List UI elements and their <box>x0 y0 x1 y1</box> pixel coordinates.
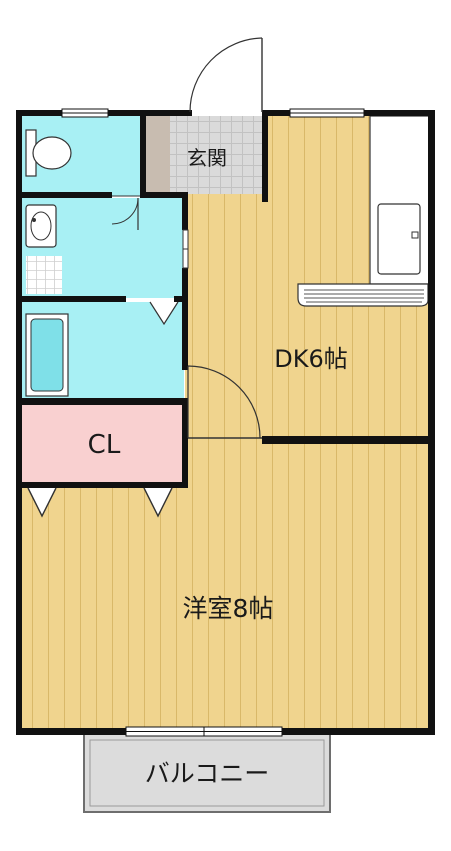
kitchen-counter-icon <box>369 115 431 285</box>
dk-label: DK6帖 <box>274 345 348 373</box>
dk-door-swing <box>187 365 262 439</box>
closet-area <box>22 405 184 485</box>
entrance-label: 玄関 <box>187 146 227 170</box>
range-hood-icon <box>297 283 429 307</box>
western-room-floor <box>22 445 430 730</box>
entrance-step <box>146 116 170 194</box>
closet-label: CL <box>88 430 121 460</box>
window-toilet <box>61 108 109 118</box>
washroom-tile <box>26 256 62 294</box>
bathtub-icon <box>25 313 69 397</box>
window-kitchen <box>289 108 365 118</box>
balcony <box>83 733 331 813</box>
closet-folding-doors <box>27 487 173 518</box>
toilet-door-swing <box>111 195 140 230</box>
balcony-label: バルコニー <box>145 759 270 788</box>
sink-icon <box>25 204 57 248</box>
washroom-folding-door <box>182 229 189 269</box>
entrance-door-swing <box>189 37 263 113</box>
bath-folding-door <box>149 301 179 326</box>
western-room-label: 洋室8帖 <box>183 594 274 623</box>
window-balcony <box>125 726 283 737</box>
toilet-icon <box>25 129 72 177</box>
